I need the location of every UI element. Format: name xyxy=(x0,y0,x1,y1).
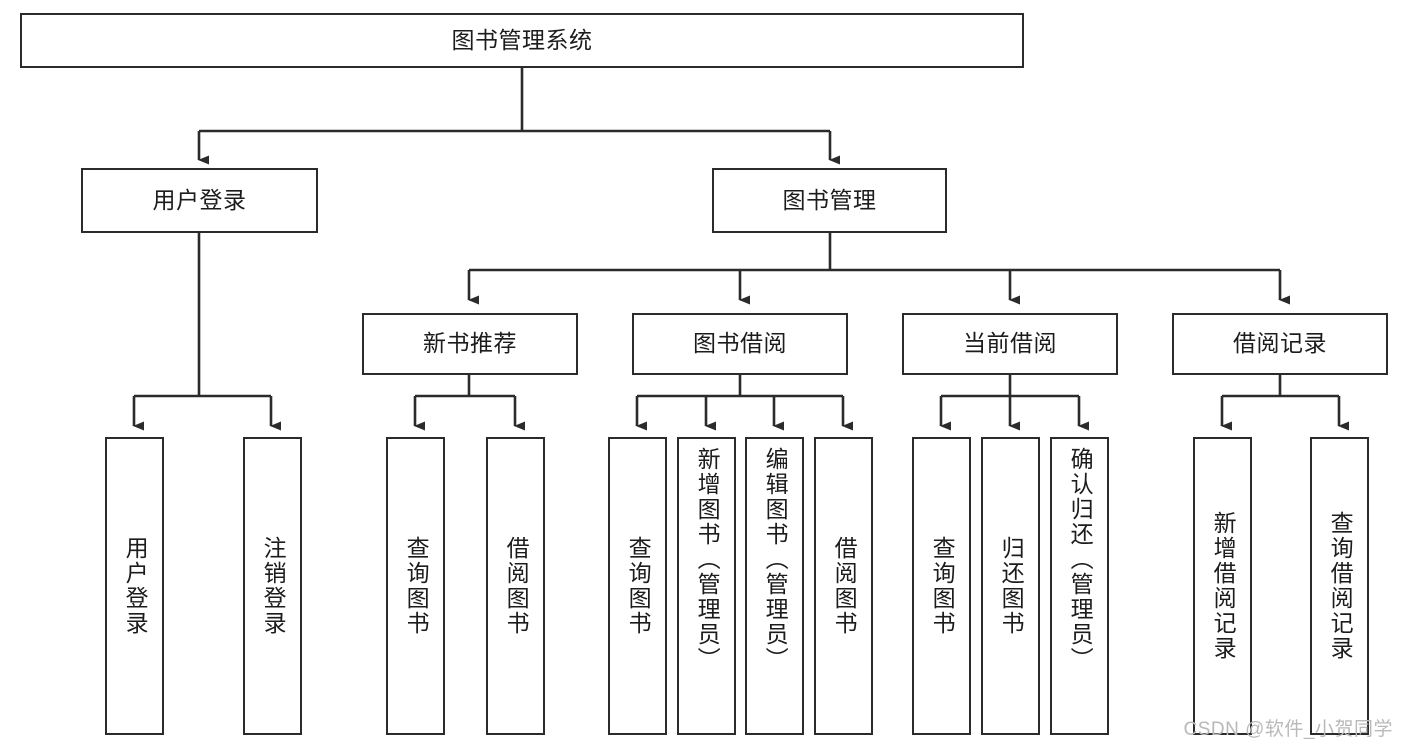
node-leaf-return-book-label: 归还图书 xyxy=(998,536,1025,636)
node-leaf-confirm-return[interactable]: 确认归还（管理员） xyxy=(1050,437,1109,735)
node-root-label: 图书管理系统 xyxy=(451,26,593,53)
node-new-book-recommend-label: 新书推荐 xyxy=(423,330,517,357)
node-book-borrow-label: 图书借阅 xyxy=(693,330,787,357)
node-leaf-borrow-book-1-label: 借阅图书 xyxy=(503,536,530,636)
node-leaf-confirm-return-label: 确认归还（管理员） xyxy=(1067,447,1094,672)
node-leaf-query-book-1-label: 查询图书 xyxy=(403,536,430,636)
node-leaf-logout-login-label: 注销登录 xyxy=(260,536,287,636)
node-current-borrow-label: 当前借阅 xyxy=(963,330,1057,357)
node-new-book-recommend[interactable]: 新书推荐 xyxy=(362,313,578,375)
node-leaf-borrow-book-2[interactable]: 借阅图书 xyxy=(814,437,873,735)
node-book-management-label: 图书管理 xyxy=(782,186,877,213)
node-leaf-borrow-book-2-label: 借阅图书 xyxy=(831,536,858,636)
node-leaf-query-record-label: 查询借阅记录 xyxy=(1327,511,1354,661)
node-leaf-user-login-label: 用户登录 xyxy=(122,536,149,636)
node-leaf-query-book-2-label: 查询图书 xyxy=(625,536,652,636)
node-leaf-edit-book-label: 编辑图书（管理员） xyxy=(762,447,789,672)
node-leaf-query-book-1[interactable]: 查询图书 xyxy=(386,437,445,735)
node-book-borrow[interactable]: 图书借阅 xyxy=(632,313,848,375)
node-leaf-add-book[interactable]: 新增图书（管理员） xyxy=(677,437,736,735)
node-leaf-add-record-label: 新增借阅记录 xyxy=(1210,511,1237,661)
node-root-book-management-system[interactable]: 图书管理系统 xyxy=(20,13,1024,68)
node-leaf-edit-book[interactable]: 编辑图书（管理员） xyxy=(745,437,804,735)
node-book-management[interactable]: 图书管理 xyxy=(712,168,947,233)
node-user-login-label: 用户登录 xyxy=(152,186,247,213)
node-leaf-query-book-3[interactable]: 查询图书 xyxy=(912,437,971,735)
node-leaf-add-record[interactable]: 新增借阅记录 xyxy=(1193,437,1252,735)
node-borrow-record[interactable]: 借阅记录 xyxy=(1172,313,1388,375)
node-user-login[interactable]: 用户登录 xyxy=(81,168,318,233)
node-leaf-query-book-2[interactable]: 查询图书 xyxy=(608,437,667,735)
node-leaf-return-book[interactable]: 归还图书 xyxy=(981,437,1040,735)
node-leaf-query-record[interactable]: 查询借阅记录 xyxy=(1310,437,1369,735)
node-leaf-borrow-book-1[interactable]: 借阅图书 xyxy=(486,437,545,735)
node-leaf-query-book-3-label: 查询图书 xyxy=(929,536,956,636)
node-leaf-user-login[interactable]: 用户登录 xyxy=(105,437,164,735)
node-leaf-add-book-label: 新增图书（管理员） xyxy=(694,447,721,672)
node-current-borrow[interactable]: 当前借阅 xyxy=(902,313,1118,375)
node-leaf-logout-login[interactable]: 注销登录 xyxy=(243,437,302,735)
node-borrow-record-label: 借阅记录 xyxy=(1233,330,1327,357)
